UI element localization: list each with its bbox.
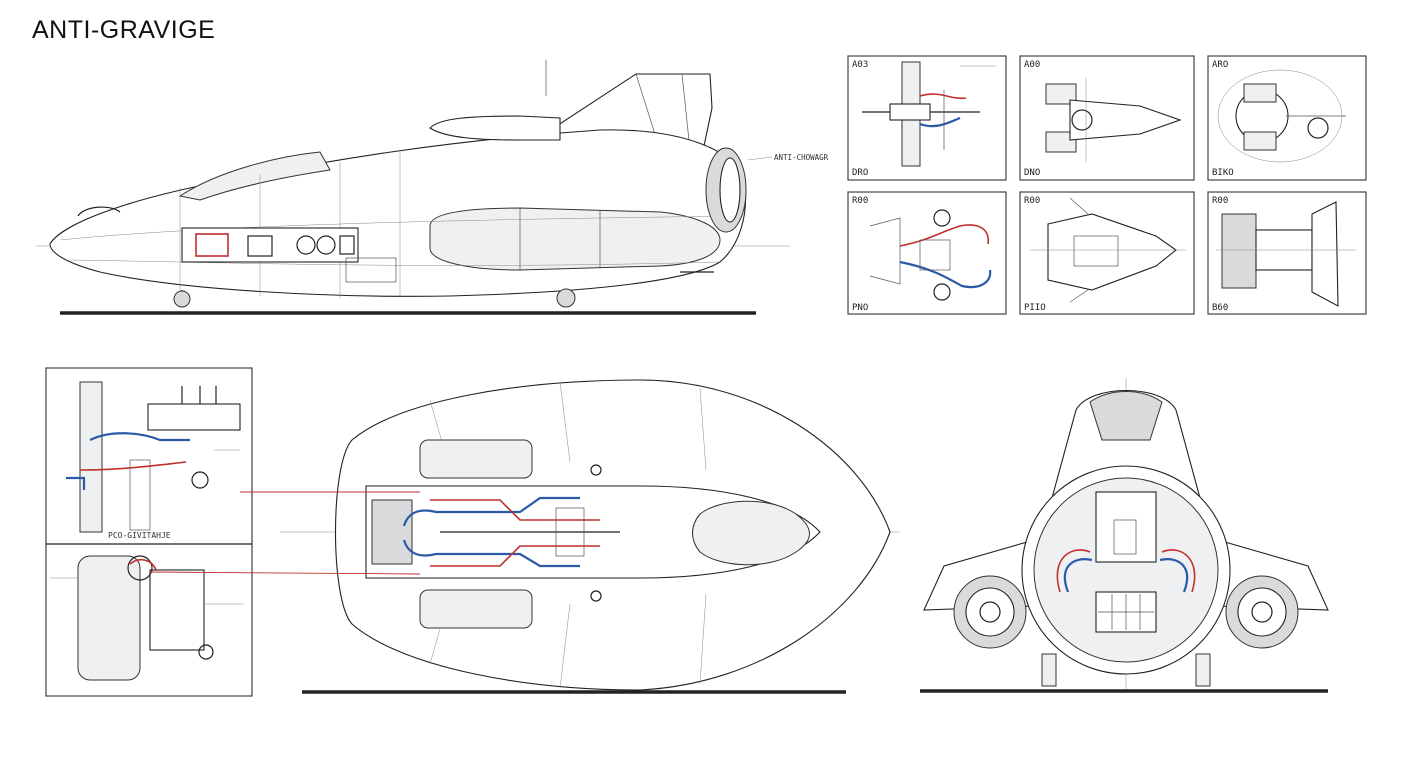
panel-top-label: R00 — [1024, 196, 1040, 206]
detail-panel-1: A03 DRO — [847, 55, 1007, 181]
detail-panel-3: ARO BIKO — [1207, 55, 1367, 181]
panel-top-label: ARO — [1212, 60, 1228, 70]
front-view — [920, 378, 1329, 693]
panel-top-label: R00 — [852, 196, 868, 206]
detail-panel-5: R00 PIIO — [1019, 191, 1195, 315]
drawing-title: ANTI-GRAVIGE — [32, 16, 216, 44]
plan-view — [149, 379, 900, 694]
panel-bottom-label: DRO — [852, 168, 868, 178]
panel-bottom-label: PIIO — [1024, 303, 1046, 313]
panel-bottom-label: BIKO — [1212, 168, 1234, 178]
side-view-callout: ANTI-CHOWAGR — [774, 153, 829, 162]
panel-bottom-label: B60 — [1212, 303, 1228, 313]
detail-panel-grid: A03 DRO A00 DNO ARO BIKO — [847, 55, 1367, 315]
detail-panel-4: R00 PNO — [847, 191, 1007, 315]
panel-top-label: A00 — [1024, 60, 1040, 70]
detail-panel-6: R00 B60 — [1207, 191, 1367, 315]
detail-panel-2: A00 DNO — [1019, 55, 1195, 181]
panel-bottom-label: PNO — [852, 303, 868, 313]
subsystem-caption: PCO-GIVITAHJE — [108, 531, 171, 540]
panel-top-label: R00 — [1212, 196, 1228, 206]
panel-top-label: A03 — [852, 60, 868, 70]
side-view-elevation: ANTI-CHOWAGR — [36, 60, 829, 315]
subsystem-detail-panel: PCO-GIVITAHJE — [45, 367, 253, 697]
panel-bottom-label: DNO — [1024, 168, 1040, 178]
